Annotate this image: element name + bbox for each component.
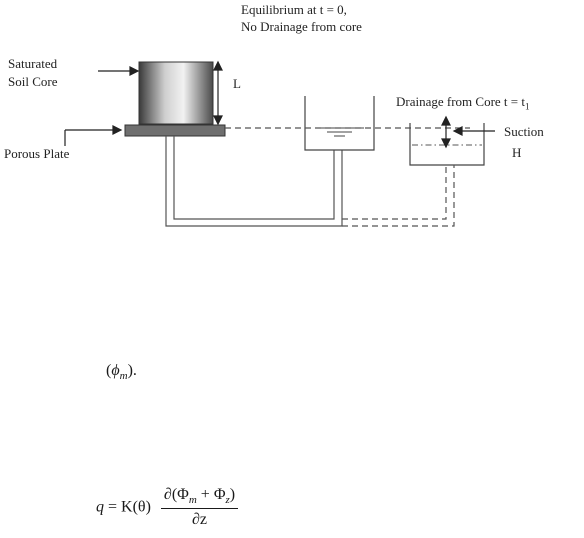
darcy-equation: q = K(θ) ∂(Φm + Φz) ∂z <box>96 486 238 529</box>
title-line-1: Equilibrium at t = 0, <box>241 2 347 18</box>
soil-core-drainage-diagram: Equilibrium at t = 0, No Drainage from c… <box>0 0 584 238</box>
equation-fraction: ∂(Φm + Φz) ∂z <box>161 486 238 529</box>
porous-plate-pointer <box>65 126 121 146</box>
soil-core-label-line-2: Soil Core <box>8 74 57 90</box>
drainage-label: Drainage from Core t = t1 <box>396 94 529 115</box>
soil-core-label-line-1: Saturated <box>8 56 57 72</box>
equation-numerator: ∂(Φm + Φz) <box>161 486 238 509</box>
equation-denominator: ∂z <box>161 509 238 529</box>
suction-symbol: H <box>512 145 521 161</box>
diagram-svg <box>0 0 584 238</box>
suction-double-arrow <box>442 117 450 147</box>
suction-pointer <box>454 127 495 135</box>
phi-m-expression: (ϕm). <box>106 362 137 382</box>
water-level-1 <box>315 128 364 136</box>
dashed-tubing <box>342 165 454 226</box>
length-arrow <box>214 62 222 124</box>
porous-plate-label: Porous Plate <box>4 146 69 162</box>
suction-label: Suction <box>504 124 544 140</box>
soil-core <box>139 62 213 124</box>
soil-core-pointer <box>98 67 138 75</box>
reservoir-equilibrium <box>305 96 374 150</box>
title-line-2: No Drainage from core <box>241 19 362 35</box>
porous-plate <box>125 125 225 136</box>
length-label: L <box>233 76 241 92</box>
